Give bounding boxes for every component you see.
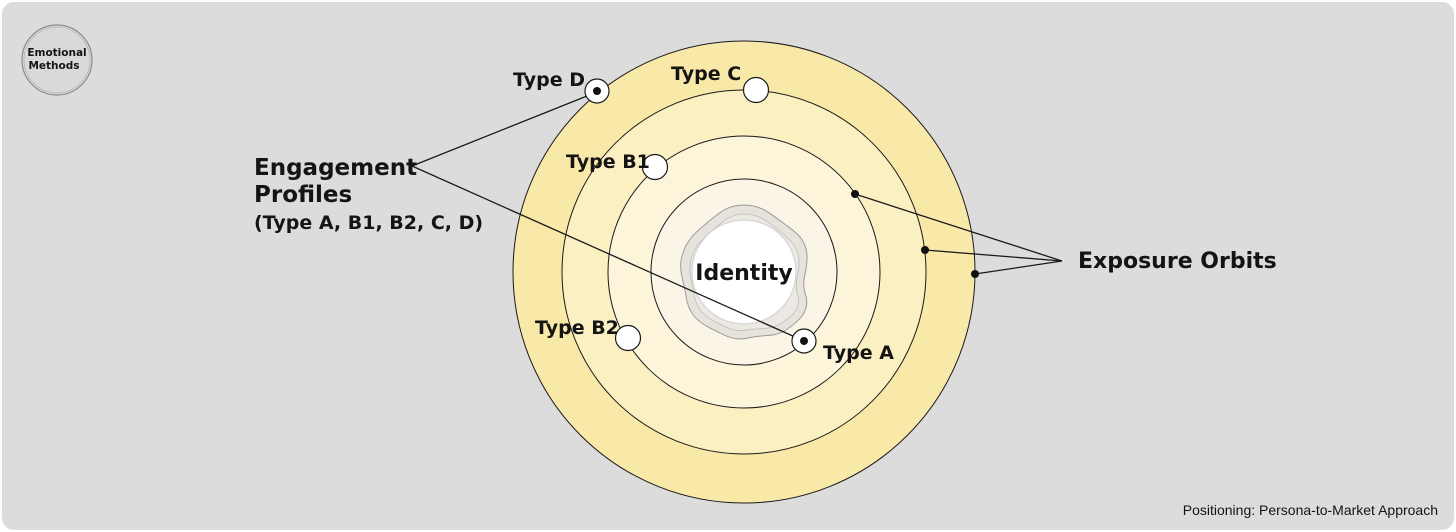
type-b1-node [641,153,669,181]
type-a-label: Type A [823,342,894,364]
type-c-label: Type C [671,63,741,85]
identity-label: Identity [695,261,792,286]
type-d-label: Type D [513,69,585,91]
type-a-dot [800,337,808,345]
profiles-connector-type-d [411,91,598,167]
logo-ring [21,24,93,96]
logo-text-line1: Emotional [27,47,86,59]
profiles-title-line2: Profiles [254,182,352,208]
footer-caption: Positioning: Persona-to-Market Approach [1183,502,1438,518]
orbits-connector-ring-2 [924,249,1063,262]
orbit-marker-ring-2 [921,246,929,254]
type-b2-label: Type B2 [535,317,619,339]
profiles-title-line1: Engagement [254,155,417,181]
identity-core [691,219,797,325]
type-c-node [742,76,770,104]
logo-text-line2: Methods [28,60,79,72]
type-b1-label: Type B1 [566,151,650,173]
type-b2-node [614,324,642,352]
orbit-marker-ring-outer [971,270,979,278]
type-d-dot [593,87,601,95]
exposure-orbits-label: Exposure Orbits [1078,249,1277,274]
orbits-connector-ring-3 [854,193,1063,262]
profiles-connector-type-a [411,165,805,342]
orbits-connector-ring-outer [974,260,1063,275]
logo-ring-inner [23,26,91,94]
profiles-subtitle: (Type A, B1, B2, C, D) [254,212,483,234]
emotional-methods-logo: Emotional Methods [21,24,93,96]
orbit-marker-ring-3 [851,190,859,198]
